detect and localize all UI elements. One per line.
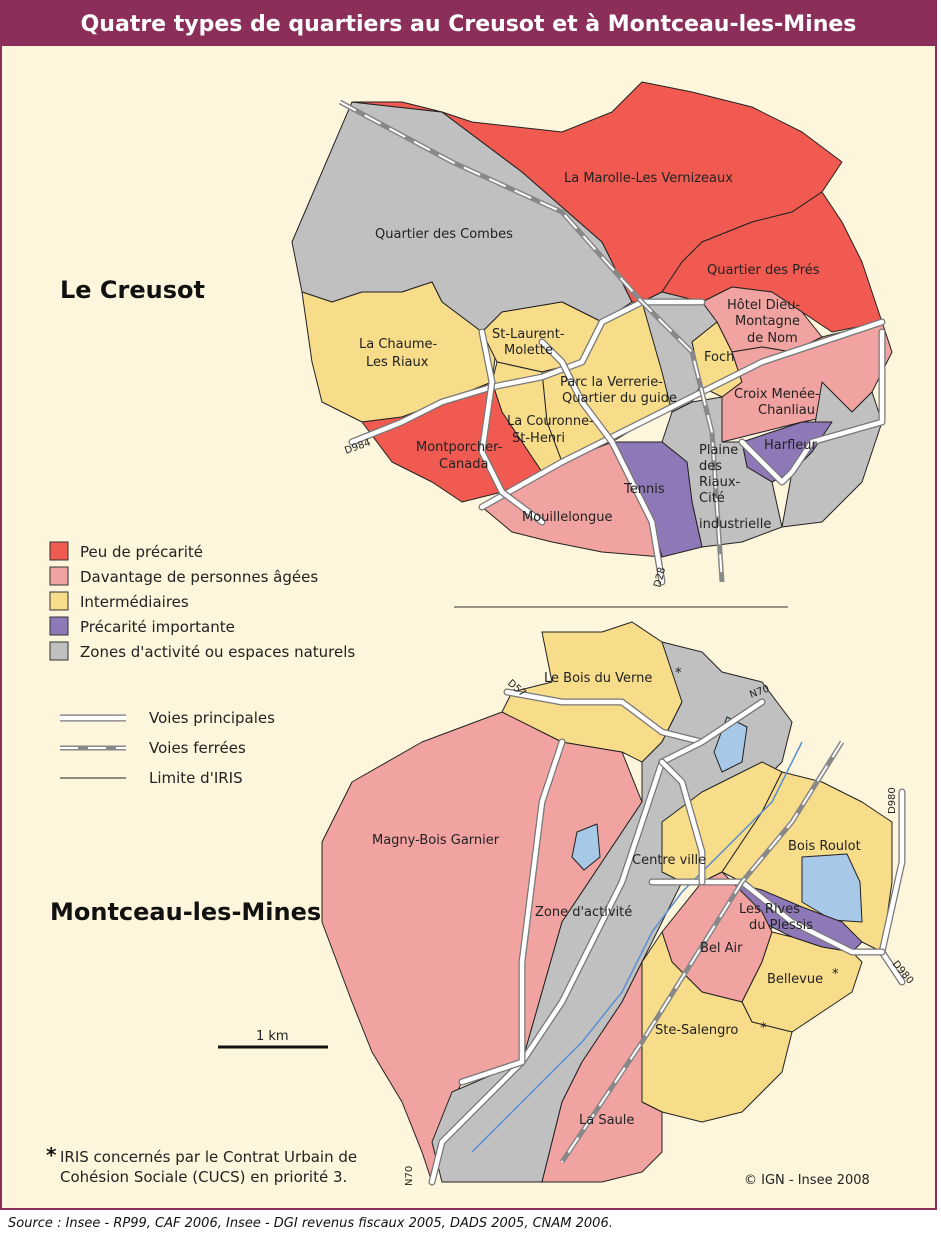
label-croix-1: Croix Menée- <box>734 387 820 402</box>
label-rives-1: Les Rives <box>739 902 800 917</box>
iris-la-saule[interactable] <box>541 961 663 1183</box>
label-plaine-1: Plaine <box>699 443 738 458</box>
label-pres: Quartier des Prés <box>707 263 820 278</box>
label-montporcher-2: Canada <box>439 457 488 472</box>
label-rives-2: du Plessis <box>749 918 813 933</box>
legend-swatch-0 <box>49 541 69 561</box>
legend-swatch-1 <box>49 566 69 586</box>
road-north-link <box>659 759 705 885</box>
legend-line-label-1: Voies ferrées <box>149 739 246 757</box>
label-chaume-2: Les Riaux <box>366 355 429 370</box>
label-chaume-1: La Chaume- <box>359 337 438 352</box>
city-le-creusot: Le Creusot <box>60 276 205 304</box>
label-bois-roulot: Bois Roulot <box>788 839 861 854</box>
road-label-d980-top: D980 <box>887 787 898 814</box>
legend-line-label-0: Voies principales <box>149 709 275 727</box>
label-harfleur: Harfleur <box>764 438 818 453</box>
label-st-laurent-1: St-Laurent- <box>492 327 565 342</box>
label-plaine-5: industrielle <box>699 517 771 532</box>
legend-swatch-2 <box>49 591 69 611</box>
label-croix-2: Chanliau <box>758 403 815 418</box>
star-bellevue: * <box>832 967 839 982</box>
label-parc-2: Quartier du guide <box>562 391 677 406</box>
label-hotel-dieu-1: Hôtel Dieu- <box>727 298 800 313</box>
rail-montceau <box>561 741 843 1163</box>
legend-label-0: Peu de précarité <box>80 543 203 561</box>
label-hotel-dieu-3: de Nom <box>747 331 798 346</box>
legend-label-3: Précarité importante <box>80 618 235 636</box>
road-label-d28: D28 <box>652 566 668 589</box>
label-mouillelongue: Mouillelongue <box>522 510 613 525</box>
montceau-labels: Montceau-les-Mines Le Bois du Verne * Ma… <box>50 666 915 1186</box>
iris-bellevue[interactable] <box>741 931 863 1033</box>
label-foch: Foch <box>704 350 734 365</box>
road-east <box>739 329 885 485</box>
source-note: Source : Insee - RP99, CAF 2006, Insee -… <box>8 1216 613 1231</box>
label-plaine-2: des <box>699 459 722 474</box>
scale-bar: 1 km <box>218 1029 328 1049</box>
creusot-labels: Le Creusot La Marolle-Les Vernizeaux Qua… <box>60 171 820 589</box>
label-parc-1: Parc la Verrerie- <box>560 375 663 390</box>
lake-west <box>571 823 601 871</box>
cucs-note: * IRIS concernés par le Contrat Urbain d… <box>46 1143 357 1186</box>
montceau-roads <box>428 688 906 1186</box>
road-d980 <box>879 789 905 985</box>
cucs-note-line-1: IRIS concernés par le Contrat Urbain de <box>60 1148 357 1166</box>
legend-label-2: Intermédiaires <box>80 593 189 611</box>
river-bourbince <box>471 741 803 1153</box>
label-couronne-2: St-Henri <box>512 431 565 446</box>
lake-bois-roulot <box>801 853 863 923</box>
cucs-star: * <box>46 1143 57 1167</box>
label-bois-du-verne: Le Bois du Verne <box>544 671 652 686</box>
label-centre-ville: Centre ville <box>632 853 706 868</box>
copyright: © IGN - Insee 2008 <box>744 1173 870 1188</box>
map-canvas: Le Creusot La Marolle-Les Vernizeaux Qua… <box>46 81 915 1188</box>
label-st-laurent-2: Molette <box>504 343 553 358</box>
label-combes: Quartier des Combes <box>375 227 513 242</box>
label-montporcher-1: Montporcher- <box>416 440 503 455</box>
road-n70 <box>429 699 765 1185</box>
label-couronne-1: La Couronne- <box>507 414 594 429</box>
label-zone-activite: Zone d'activité <box>535 905 632 920</box>
creusot-roads <box>348 298 886 586</box>
map-title: Quatre types de quartiers au Creusot et … <box>2 2 935 46</box>
label-tennis: Tennis <box>623 482 665 497</box>
rail-creusot <box>339 101 723 583</box>
legend-swatch-4 <box>49 641 69 661</box>
montceau-map <box>321 621 893 1183</box>
label-bellevue: Bellevue <box>767 972 823 987</box>
road-west-boundary <box>459 739 565 1085</box>
road-label-d984: D984 <box>343 437 372 457</box>
label-la-saule: La Saule <box>579 1113 634 1128</box>
road-d984 <box>349 299 705 445</box>
label-plaine-4: Cité <box>699 491 725 506</box>
label-marolle: La Marolle-Les Vernizeaux <box>564 171 733 186</box>
label-magny: Magny-Bois Garnier <box>372 833 500 848</box>
creusot-map <box>291 81 893 558</box>
label-ste-salengro: Ste-Salengro <box>655 1023 738 1038</box>
city-montceau: Montceau-les-Mines <box>50 898 321 926</box>
road-d28 <box>539 339 665 585</box>
cucs-note-line-2: Cohésion Sociale (CUCS) en priorité 3. <box>60 1168 347 1186</box>
road-loop <box>479 329 545 525</box>
montceau-waterways <box>471 741 803 1153</box>
legend-label-1: Davantage de personnes âgées <box>80 568 318 586</box>
legend-line-label-2: Limite d'IRIS <box>149 769 243 787</box>
road-centre <box>649 879 885 955</box>
label-hotel-dieu-2: Montagne <box>735 314 800 329</box>
montceau-rail <box>559 740 845 1164</box>
star-ste-salengro: * <box>760 1021 767 1036</box>
legend-label-4: Zones d'activité ou espaces naturels <box>80 643 355 661</box>
legend-swatch-3 <box>49 616 69 636</box>
road-label-n70-bottom: N70 <box>404 1166 415 1186</box>
label-bel-air: Bel Air <box>700 941 743 956</box>
label-plaine-3: Riaux- <box>699 475 741 490</box>
road-diagonal <box>479 319 885 510</box>
scale-bar-label: 1 km <box>256 1029 289 1044</box>
star-bois-du-verne: * <box>675 666 682 681</box>
creusot-rail <box>338 99 725 583</box>
